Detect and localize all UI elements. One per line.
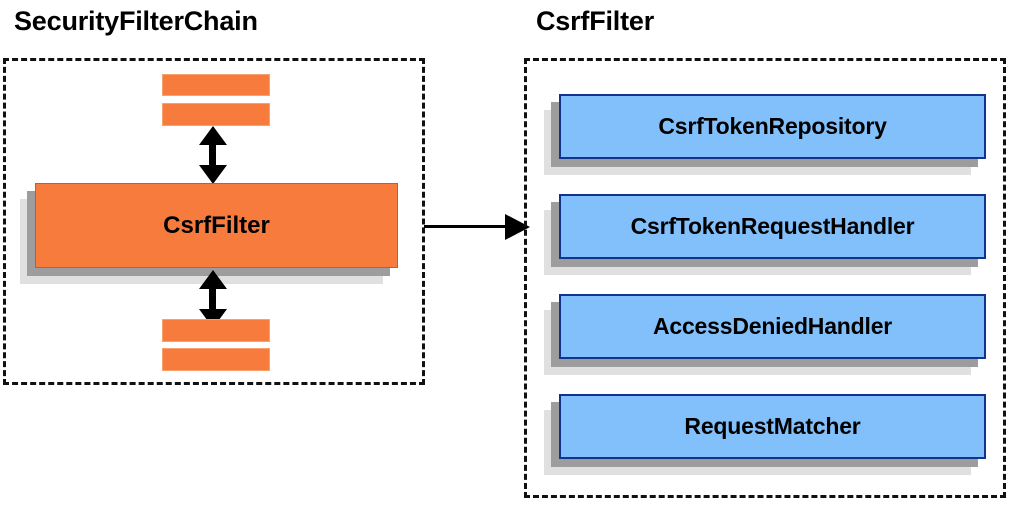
panel-security-filter-chain	[3, 58, 425, 385]
box-csrffilter-label: CsrfFilter	[35, 183, 398, 268]
filter-bar-below-1	[162, 319, 270, 342]
filter-bar-below-2	[162, 348, 270, 371]
page-title-security-filter-chain: SecurityFilterChain	[14, 6, 258, 36]
box-csrffilter[interactable]: CsrfFilter	[20, 183, 398, 284]
box-accessdeniedhandler[interactable]: AccessDeniedHandler	[544, 294, 986, 375]
box-accessdeniedhandler-label: AccessDeniedHandler	[559, 294, 986, 359]
panel-csrf-filter-detail	[524, 58, 1006, 498]
box-requestmatcher[interactable]: RequestMatcher	[544, 394, 986, 475]
filter-bar-above-2	[162, 103, 270, 126]
box-csrftokenrequesthandler[interactable]: CsrfTokenRequestHandler	[544, 194, 986, 275]
page-title-csrf-filter: CsrfFilter	[536, 6, 655, 36]
filter-bar-above-1	[162, 74, 270, 96]
box-csrftokenrequesthandler-label: CsrfTokenRequestHandler	[559, 194, 986, 259]
box-csrftokenrepository[interactable]: CsrfTokenRepository	[544, 94, 986, 175]
box-requestmatcher-label: RequestMatcher	[559, 394, 986, 459]
box-csrftokenrepository-label: CsrfTokenRepository	[559, 94, 986, 159]
